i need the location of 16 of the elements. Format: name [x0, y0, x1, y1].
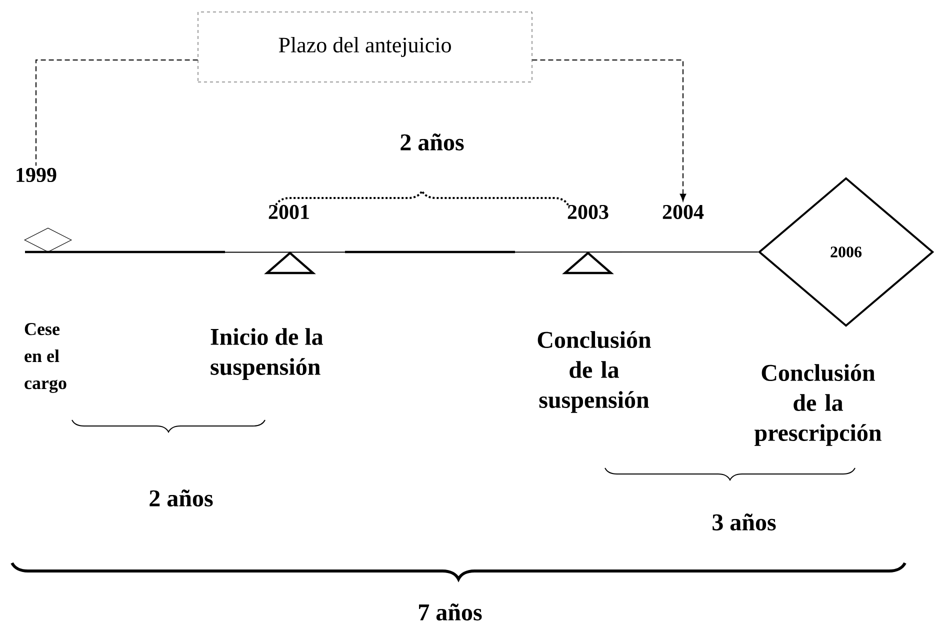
duration-label: 2 años	[150, 490, 213, 506]
connector-line	[48, 252, 759, 253]
year-label: 2004	[662, 204, 704, 220]
year-label: 1999	[16, 168, 56, 182]
event-label: Conclusión de la prescripción	[754, 364, 882, 446]
duration-label: 2 años	[400, 134, 464, 150]
year-label: 2001	[268, 204, 309, 220]
duration-label: 7 años	[419, 604, 482, 620]
event-label: Inicio de la suspensión	[210, 328, 323, 380]
dashed-box: Plazo del antejuicio	[198, 12, 532, 82]
connector-line	[36, 60, 198, 166]
arrow	[532, 60, 686, 202]
event-label: Cese en el cargo	[24, 323, 66, 393]
duration-label: 3 años	[712, 514, 776, 530]
event-label: Conclusión de la suspensión	[538, 331, 651, 413]
year-label: 2003	[568, 204, 608, 220]
